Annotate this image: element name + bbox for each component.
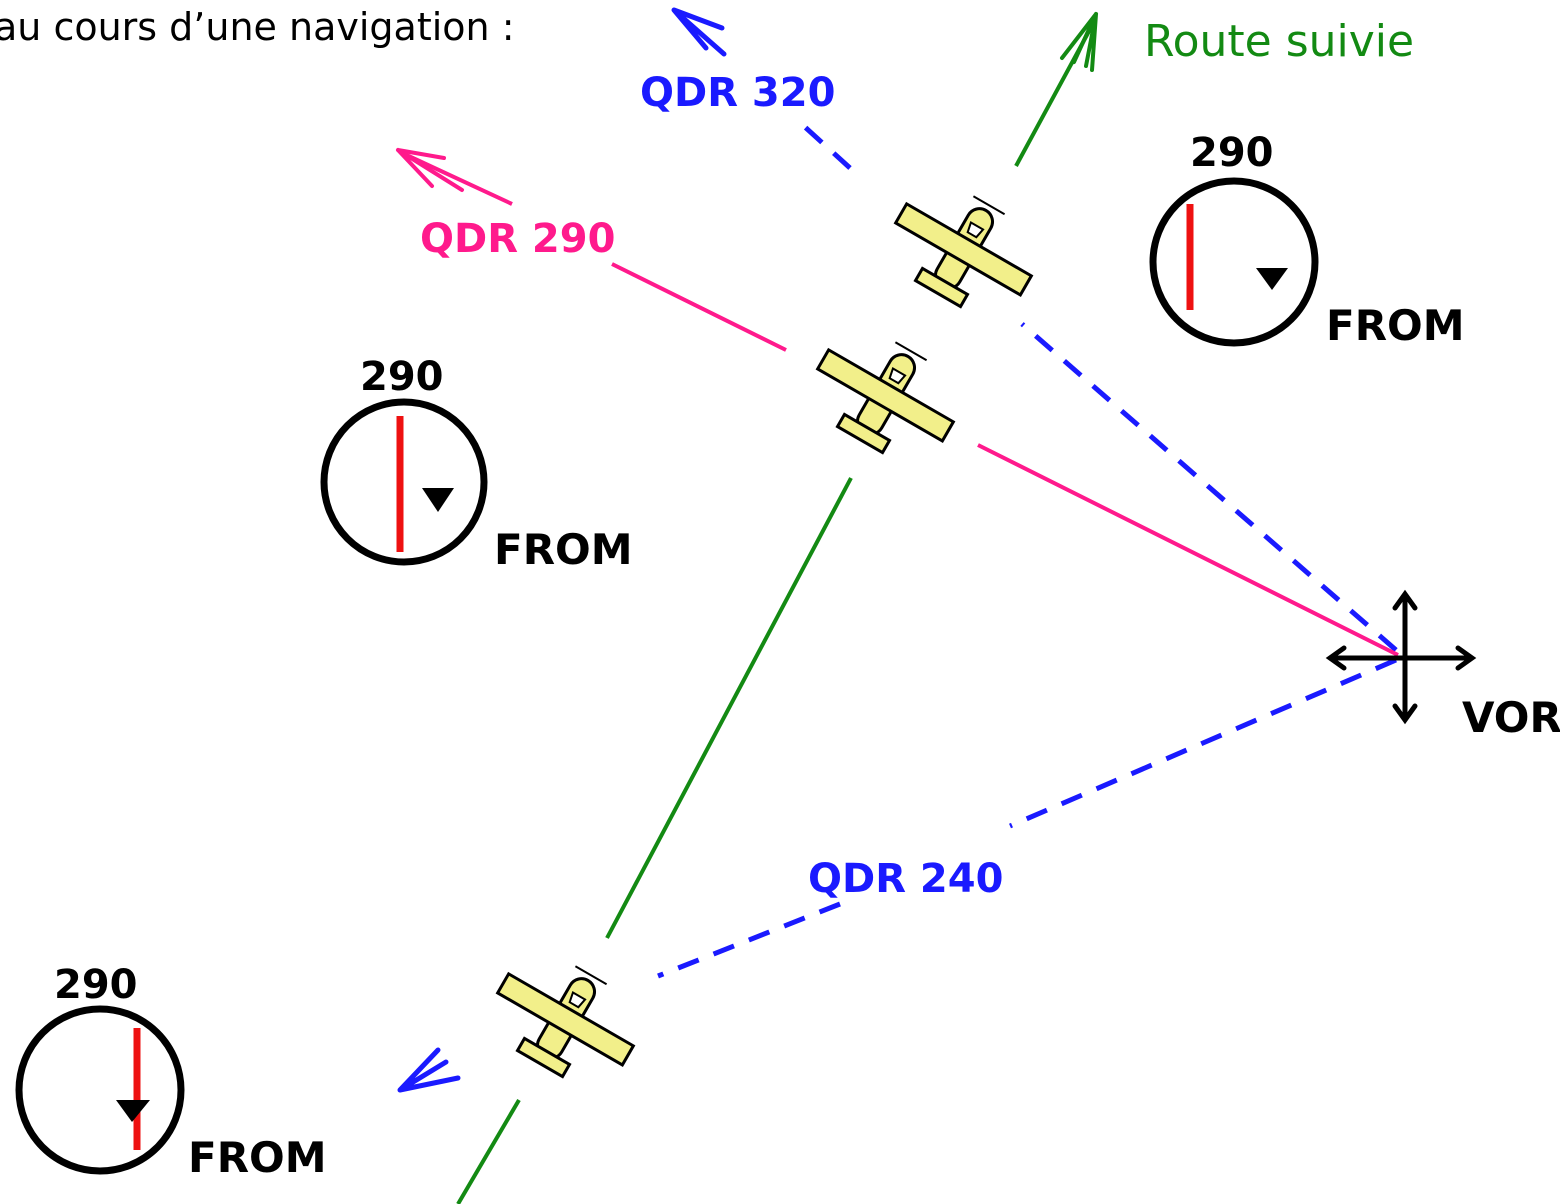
indicator-obs-setting: 290: [1190, 130, 1274, 176]
from-flag-icon: [116, 1100, 150, 1122]
qdr-290-label: QDR 290: [420, 216, 615, 262]
route-track: [456, 12, 1098, 1204]
qdr-320-radial: [671, 7, 1398, 652]
qdr-240-radial: [397, 657, 1397, 1093]
qdr-290-radial: [396, 148, 1399, 657]
indicator-to-from: FROM: [188, 1133, 327, 1182]
aircraft-icon: [476, 937, 655, 1102]
route-label: Route suivie: [1144, 16, 1414, 67]
vor-station-icon: [1325, 589, 1477, 725]
aircraft-icon: [874, 167, 1053, 332]
indicator-to-from: FROM: [494, 525, 633, 574]
qdr-320-label: QDR 320: [640, 70, 835, 116]
from-flag-icon: [1256, 268, 1288, 290]
vor-indicator: [1149, 177, 1319, 347]
indicator-obs-setting: 290: [360, 354, 444, 400]
indicator-to-from: FROM: [1326, 301, 1465, 350]
qdr-240-label: QDR 240: [808, 856, 1003, 902]
vor-label: VOR: [1462, 693, 1560, 742]
aircraft-icon: [796, 313, 975, 478]
from-flag-icon: [422, 488, 454, 512]
vor-indicator: [15, 1005, 185, 1175]
indicator-obs-setting: 290: [54, 962, 138, 1008]
intro-text: au cours d’une navigation :: [0, 5, 515, 49]
vor-indicator: [320, 398, 488, 566]
